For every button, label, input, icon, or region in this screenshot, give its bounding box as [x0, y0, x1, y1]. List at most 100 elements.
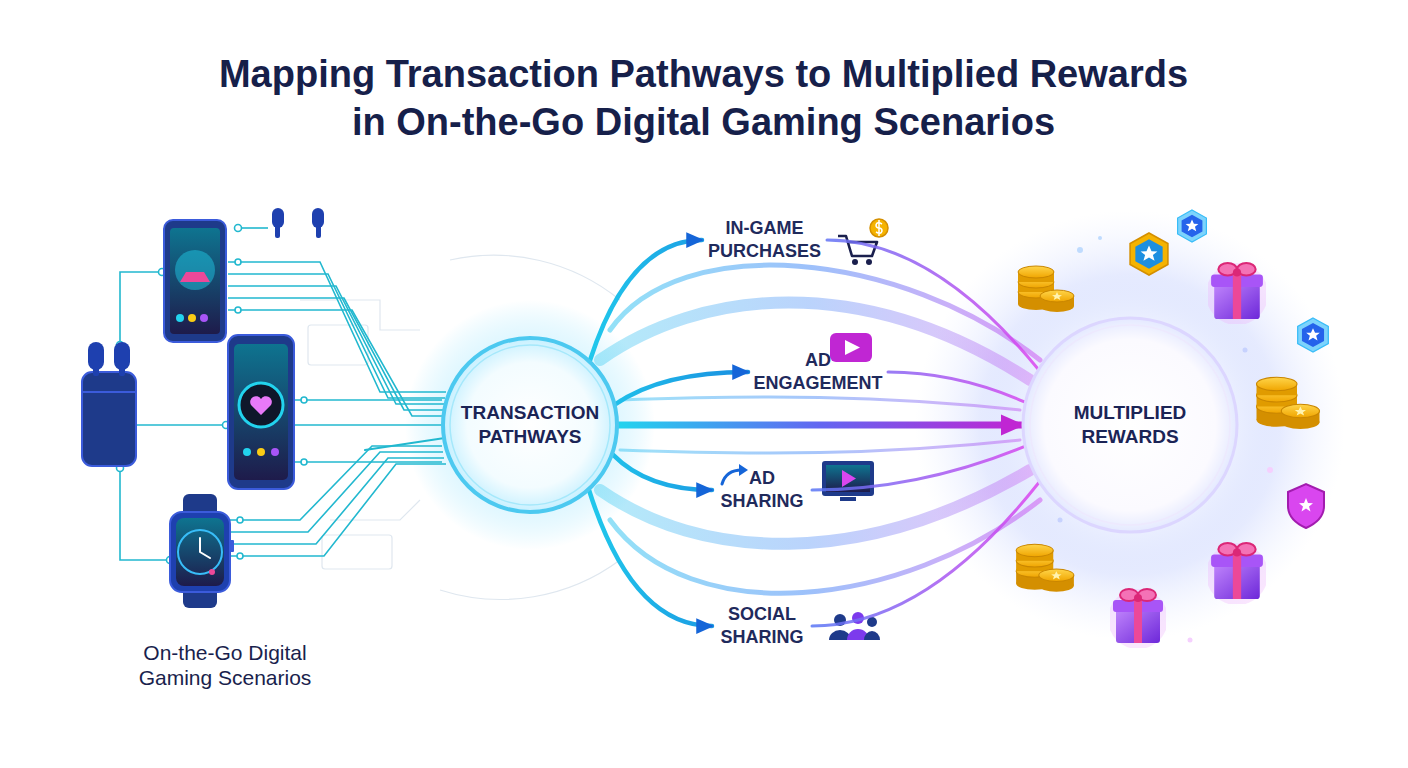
coin-stack — [1257, 377, 1320, 429]
wire-dot — [301, 459, 307, 465]
phone-body — [164, 220, 226, 342]
node-label: AD ENGAGEMENT — [748, 349, 888, 395]
play-triangle — [845, 340, 860, 355]
tech-line — [450, 255, 620, 300]
earbud — [93, 360, 99, 376]
connector-arrow — [590, 240, 702, 361]
wire-dot — [235, 259, 241, 265]
pathway-label: SOCIAL SHARING — [712, 598, 812, 654]
wire — [294, 461, 442, 463]
watch-body — [170, 512, 230, 592]
screen-ring — [239, 383, 283, 427]
earbud — [119, 360, 125, 376]
person-body — [864, 631, 880, 640]
shield-badge — [1288, 484, 1324, 528]
wire-dot — [237, 517, 243, 523]
watch-dot — [209, 569, 215, 575]
flow-ribbon — [610, 500, 1040, 593]
smartwatch — [170, 494, 234, 608]
game-car — [180, 272, 210, 282]
watch-dial — [178, 530, 222, 574]
node-label: TRANSACTION PATHWAYS — [450, 401, 610, 449]
node-text: IN-GAME PURCHASES — [702, 217, 827, 263]
wire-dot — [235, 307, 241, 313]
shield — [1288, 484, 1324, 528]
connector-arrow — [812, 483, 1039, 626]
screen-button — [200, 314, 208, 322]
watch-screen — [176, 518, 224, 586]
connector-arrow — [812, 447, 1024, 490]
wire-dot — [301, 397, 307, 403]
flow-ribbon — [600, 470, 1030, 544]
flow-ribbon — [610, 265, 1040, 360]
wire — [294, 399, 442, 401]
wire-dot — [237, 553, 243, 559]
connector-arrow — [365, 438, 443, 450]
pathway-label: AD ENGAGEMENT — [748, 344, 888, 400]
watch-hands — [200, 538, 210, 558]
earbud — [316, 222, 321, 238]
node-text: SOCIAL SHARING — [712, 603, 812, 649]
hub-circle: TRANSACTION PATHWAYS — [440, 335, 620, 515]
node-text: On-the-Go Digital Gaming Scenarios — [115, 640, 335, 690]
screen-button — [188, 314, 196, 322]
coin-mark — [876, 220, 882, 236]
phone-screen — [234, 344, 288, 480]
flow-ribbon — [620, 440, 1020, 453]
circle-ring — [450, 345, 610, 505]
play-triangle — [842, 470, 856, 487]
shield-star — [1299, 498, 1313, 512]
connector-arrow — [888, 372, 1025, 402]
wire — [294, 424, 441, 426]
screen-button — [257, 448, 265, 456]
node-text: AD ENGAGEMENT — [748, 349, 888, 395]
sparkle — [1077, 247, 1083, 253]
video-icon — [830, 333, 872, 362]
phone-body — [228, 335, 294, 489]
node-label: On-the-Go Digital Gaming Scenarios — [115, 640, 335, 690]
connector-arrow — [616, 372, 748, 404]
gift-box — [1206, 263, 1268, 325]
connector-arrow — [589, 490, 712, 626]
pathway-label: AD SHARING — [712, 462, 812, 518]
screen-button — [176, 314, 184, 322]
connector-arrow — [827, 240, 1038, 369]
connector-arrow — [613, 455, 712, 490]
case-body — [82, 372, 136, 466]
smartphone — [228, 335, 294, 489]
node-label: AD SHARING — [712, 467, 812, 513]
wire — [136, 424, 226, 426]
watch-crown — [230, 540, 234, 552]
earbud — [275, 222, 280, 238]
sparkle — [1243, 348, 1248, 353]
circle-shape — [1023, 318, 1237, 532]
screen-button — [243, 448, 251, 456]
wire-dot — [235, 225, 242, 232]
diagram-title: Mapping Transaction Pathways to Multipli… — [206, 50, 1201, 146]
heart-icon — [250, 396, 272, 415]
device-group: On-the-Go Digital Gaming Scenarios — [85, 200, 365, 700]
earbuds — [272, 208, 324, 238]
circle-ring — [1030, 325, 1230, 525]
circle-outline — [440, 335, 620, 515]
gift-box — [1108, 589, 1168, 649]
tech-line — [322, 535, 392, 569]
hub-glow — [405, 300, 655, 550]
share-arrowhead — [739, 464, 748, 476]
share-icon — [722, 464, 748, 484]
sparkle — [1098, 236, 1102, 240]
play-button — [830, 333, 872, 362]
star-badge — [1130, 233, 1168, 275]
coin-stack — [1016, 544, 1074, 591]
flow-ribbons — [600, 265, 1040, 593]
star-badge — [1298, 318, 1329, 352]
circle-shape — [443, 338, 617, 512]
sparkle — [1267, 467, 1273, 473]
flow-ribbon — [620, 397, 1020, 410]
phone-screen — [170, 228, 220, 334]
coin-stack — [1018, 266, 1074, 312]
node-text: MULTIPLIED REWARDS — [1050, 401, 1210, 449]
smartphone — [164, 220, 226, 342]
monitor-icon — [822, 461, 874, 501]
